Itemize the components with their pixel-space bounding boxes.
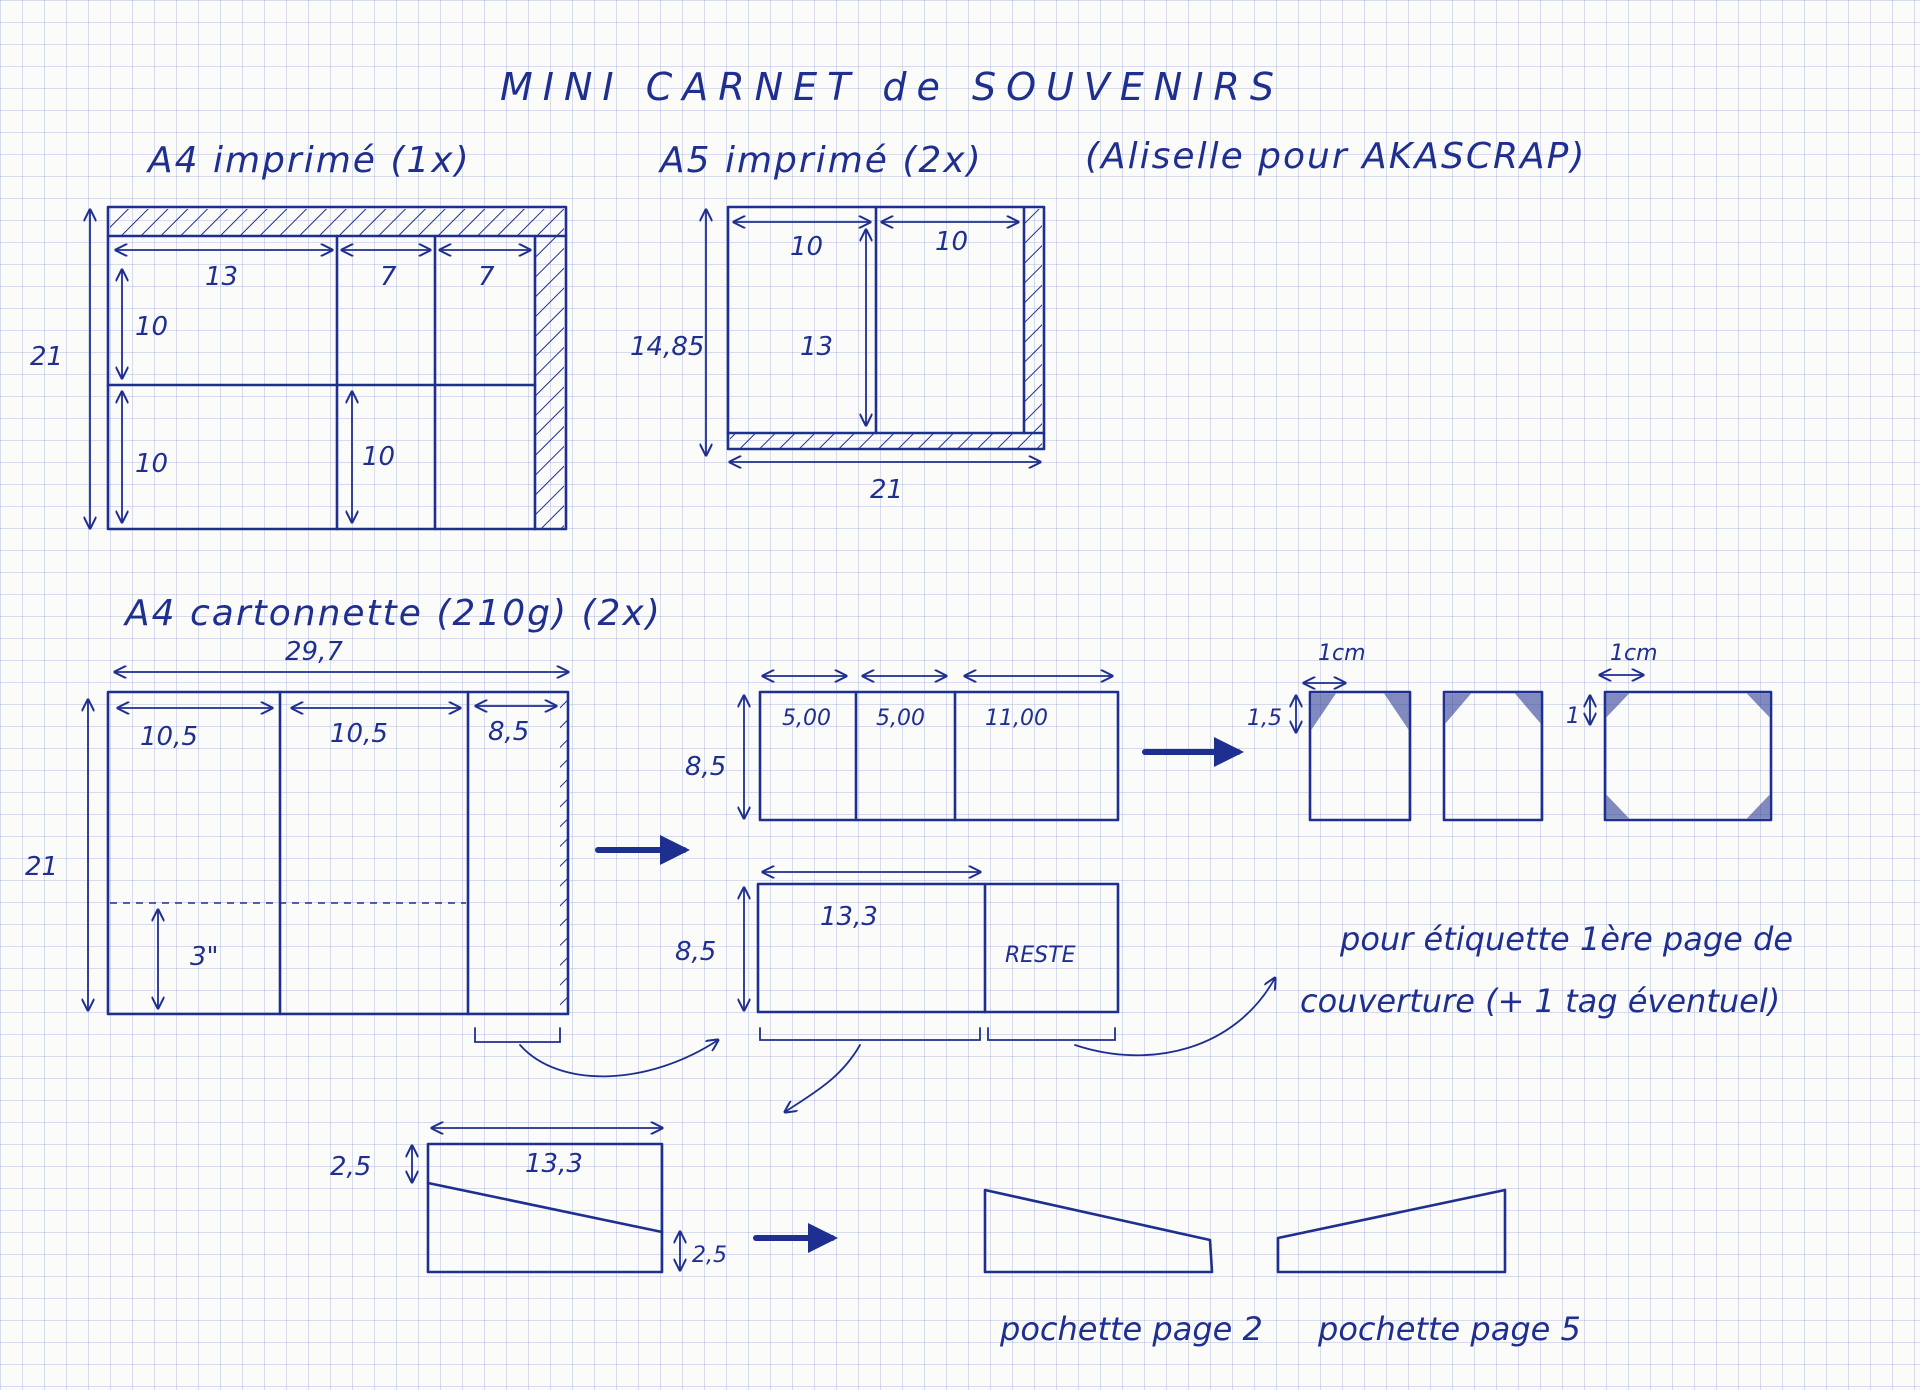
cardstock-col-3: 8,5 [488, 717, 529, 747]
a5-hatched-bottom [730, 433, 1042, 449]
strip-cell-2: 5,00 [876, 706, 925, 731]
cardstock-hatched-edge [560, 694, 567, 1012]
pocket-label-1: pochette page 2 [999, 1310, 1263, 1348]
note-line-2: couverture (+ 1 tag éventuel) [1300, 982, 1780, 1020]
a4-cardstock-height: 21 [25, 852, 58, 882]
a4-printed-height: 21 [30, 342, 63, 372]
strip-height: 8,5 [685, 752, 726, 782]
corner-width-1: 1cm [1318, 641, 1366, 666]
strip-with-rest: 13,3 RESTE 8,5 [675, 872, 1120, 1041]
pocket-page-5-shape [1276, 1188, 1507, 1274]
cardstock-col-1: 10,5 [140, 722, 198, 752]
a4-cardstock-heading: A4 cartonnette (210g) (2x) [123, 593, 662, 634]
a4-printed-row-1: 10 [135, 312, 168, 342]
pocket-label-2: pochette page 5 [1317, 1310, 1581, 1348]
a5-col-1: 10 [790, 232, 823, 262]
curved-arrow-down [785, 1044, 861, 1112]
pocket-left-height: 2,5 [330, 1152, 371, 1182]
curved-arrow-leftover [519, 1040, 718, 1078]
a5-printed-diagram: A5 imprimé (2x) 10 10 13 14,85 21 [630, 140, 1046, 505]
a4-printed-heading: A4 imprimé (1x) [146, 140, 471, 181]
corner-width-2: 1cm [1610, 641, 1658, 666]
note-line-1: pour étiquette 1ère page de [1339, 920, 1793, 958]
strip-cell-1: 5,00 [782, 706, 831, 731]
pocket-width: 13,3 [525, 1149, 583, 1179]
strip-rest-height: 8,5 [675, 937, 716, 967]
a4-printed-col-2: 7 [380, 262, 397, 292]
a5-width: 21 [870, 475, 903, 505]
a5-col-2: 10 [935, 227, 968, 257]
strip-cell-3: 11,00 [985, 706, 1048, 731]
hatched-margin-top [110, 209, 564, 235]
strip-rest-label: RESTE [1005, 943, 1076, 968]
strip-three-cells: 5,00 5,00 11,00 8,5 [685, 676, 1120, 822]
a5-hatched-right [1025, 209, 1042, 433]
pocket-template: 13,3 2,5 2,5 [330, 1128, 727, 1274]
a4-printed-diagram: A4 imprimé (1x) 21 13 7 7 10 10 10 [30, 140, 568, 531]
corner-height-2: 1 [1566, 704, 1580, 729]
corner-cards: 1cm 1,5 1cm 1 [1247, 641, 1773, 822]
cardstock-fold-height: 3" [190, 942, 219, 972]
curved-arrow-note [1074, 978, 1275, 1057]
a4-printed-row-3: 10 [362, 442, 395, 472]
a5-inner-height: 13 [800, 332, 833, 362]
a4-printed-col-3: 7 [478, 262, 495, 292]
strip-rest-width: 13,3 [820, 902, 878, 932]
a5-height: 14,85 [630, 332, 704, 362]
page-title: MINI CARNET de SOUVENIRS [500, 65, 1284, 109]
corner-height-1: 1,5 [1247, 706, 1282, 731]
credit-text: (Aliselle pour AKASCRAP) [1085, 136, 1586, 177]
a4-printed-row-2: 10 [135, 449, 168, 479]
a4-cardstock-width: 29,7 [285, 637, 343, 667]
pocket-page-2-shape [983, 1188, 1214, 1274]
a4-printed-col-1: 13 [205, 262, 238, 292]
a4-cardstock-diagram: A4 cartonnette (210g) (2x) 29,7 21 10,5 … [25, 593, 662, 1043]
cardstock-col-2: 10,5 [330, 719, 388, 749]
hatched-margin-right [536, 236, 564, 528]
a5-printed-heading: A5 imprimé (2x) [658, 140, 983, 181]
pocket-right-height: 2,5 [692, 1243, 727, 1268]
